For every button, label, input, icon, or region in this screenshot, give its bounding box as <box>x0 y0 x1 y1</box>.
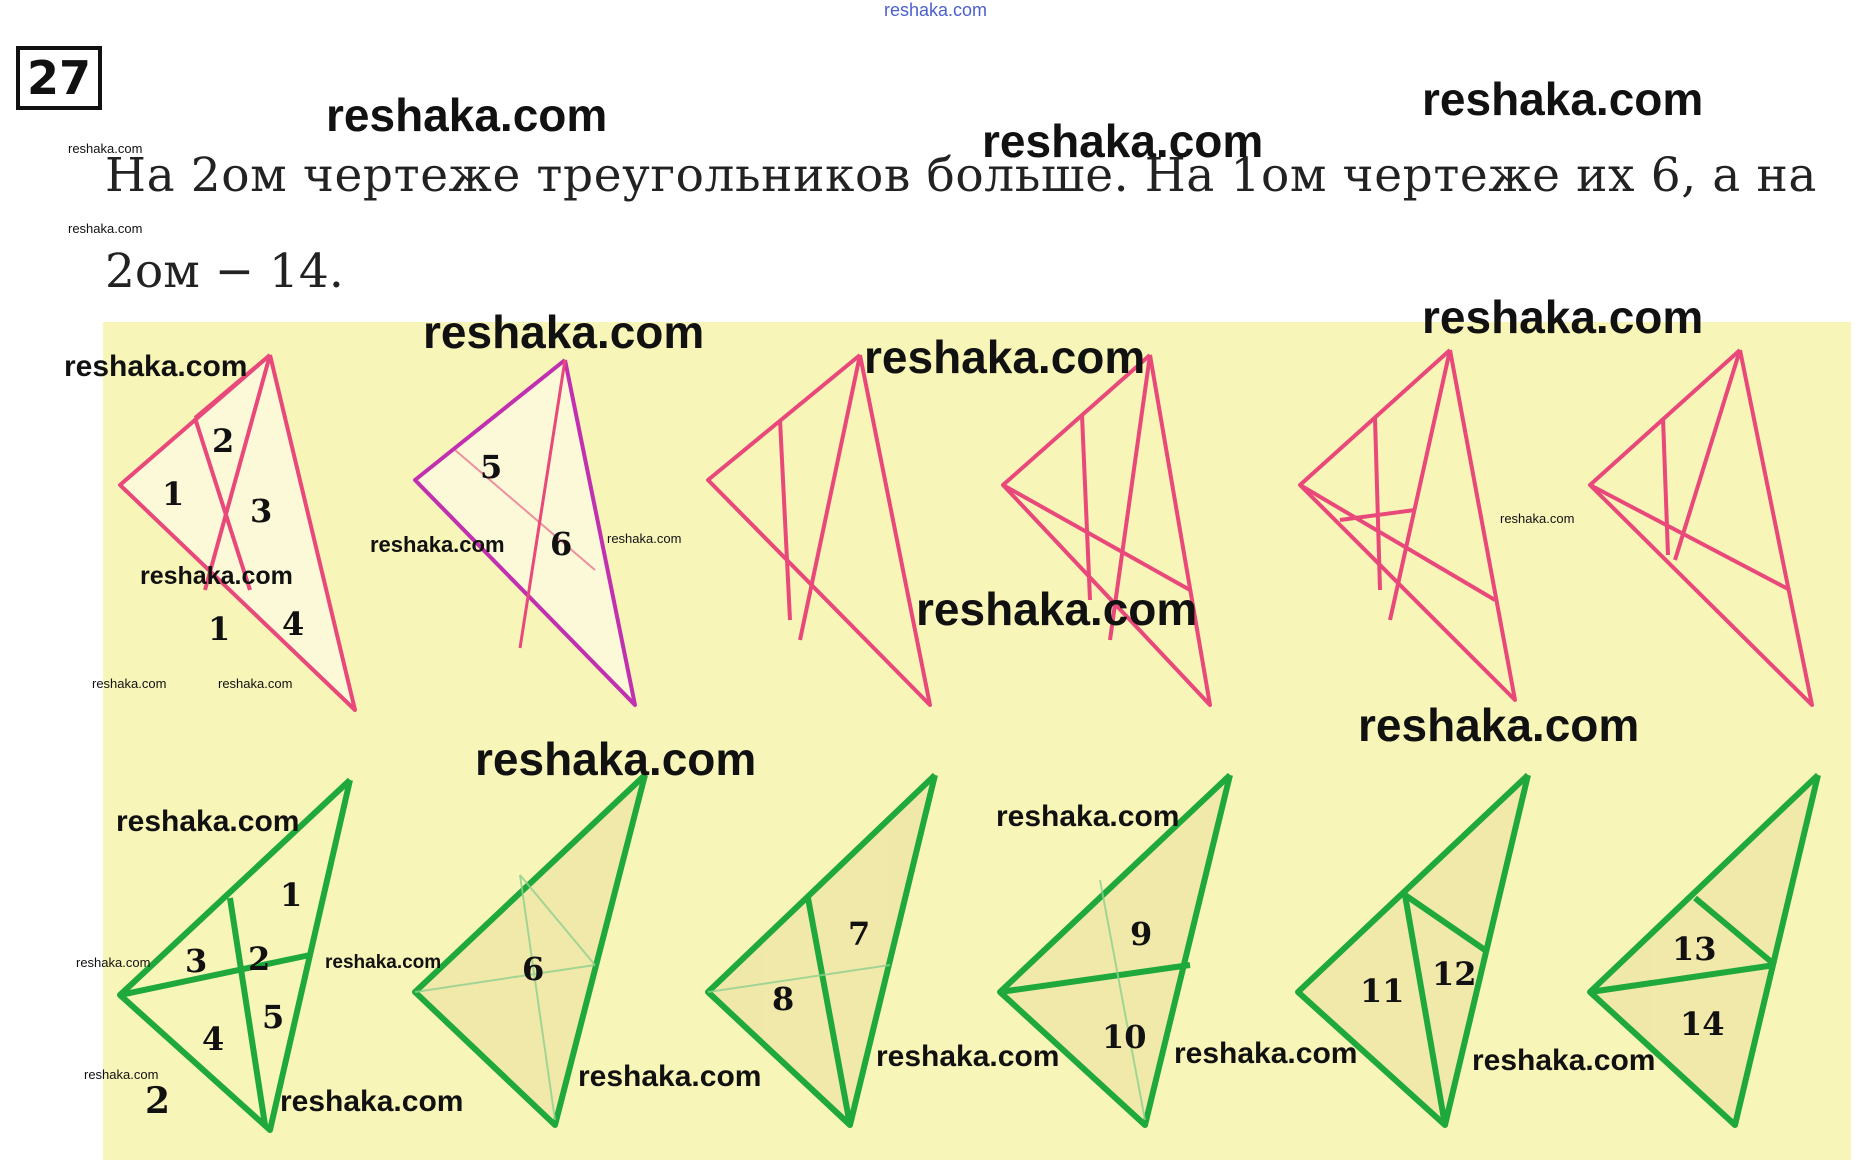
figure-label: 7 <box>848 915 871 953</box>
top-figure-5 <box>1298 348 1517 702</box>
watermark: reshaka.com <box>607 531 682 546</box>
watermark: reshaka.com <box>996 800 1180 833</box>
watermark: reshaka.com <box>370 532 505 557</box>
watermark: reshaka.com <box>1472 1044 1656 1077</box>
bottom-figure-2 <box>412 772 648 1128</box>
task-number-box: 27 <box>16 46 102 110</box>
watermark: reshaka.com <box>280 1085 464 1118</box>
site-url[interactable]: reshaka.com <box>883 0 988 20</box>
watermark: reshaka.com <box>1422 73 1704 125</box>
figure-label: 2 <box>248 940 271 978</box>
watermark: reshaka.com <box>64 350 248 383</box>
figure-label: 11 <box>1360 972 1405 1010</box>
top-fig-1-fill <box>120 355 355 710</box>
top-figure-6 <box>1588 348 1814 707</box>
figure-label: 12 <box>1432 955 1477 993</box>
top-figure-2 <box>413 358 637 707</box>
figure-label: 4 <box>202 1020 225 1058</box>
watermark: reshaka.com <box>1358 699 1640 751</box>
bottom-figure-1 <box>117 777 353 1133</box>
figure-label: 3 <box>185 942 208 980</box>
figure-label: 8 <box>772 980 795 1018</box>
answer-text-line-1: На 2ом чертеже треугольников больше. На … <box>105 148 1817 203</box>
watermark: reshaka.com <box>916 583 1198 635</box>
bottom-figure-3 <box>705 772 938 1128</box>
bottom-figure-6 <box>1587 772 1821 1128</box>
figure-label: 1 <box>208 610 231 648</box>
watermark: reshaka.com <box>84 1067 159 1082</box>
figure-label: 6 <box>522 950 545 988</box>
figure-label: 10 <box>1102 1018 1147 1056</box>
watermark: reshaka.com <box>140 562 293 590</box>
watermark: reshaka.com <box>1500 511 1575 526</box>
watermark: reshaka.com <box>578 1060 762 1093</box>
watermark: reshaka.com <box>982 115 1264 167</box>
figure-label: 1 <box>162 475 185 513</box>
watermark: reshaka.com <box>68 221 143 236</box>
watermark: reshaka.com <box>76 955 151 970</box>
watermark: reshaka.com <box>1422 291 1704 343</box>
figure-area <box>103 322 1851 1160</box>
watermark: reshaka.com <box>326 89 608 141</box>
top-figure-1 <box>118 353 357 712</box>
figure-label: 3 <box>250 492 273 530</box>
watermark: reshaka.com <box>92 676 167 691</box>
watermark: reshaka.com <box>864 331 1146 383</box>
watermark: reshaka.com <box>218 676 293 691</box>
watermark: reshaka.com <box>423 306 705 358</box>
figure-label: 4 <box>282 605 305 643</box>
top-figure-3 <box>706 353 932 707</box>
answer-text-line-2: 2ом − 14. <box>105 244 344 299</box>
figure-label: 6 <box>550 525 573 563</box>
figure-label: 1 <box>280 876 303 914</box>
watermark: reshaka.com <box>876 1040 1060 1073</box>
figure-label: 9 <box>1130 915 1153 953</box>
bottom-figure-4 <box>997 772 1233 1128</box>
bottom-figure-5 <box>1295 772 1531 1128</box>
figure-label: 14 <box>1680 1005 1725 1043</box>
top-fig-2-fill <box>415 360 635 705</box>
figure-label: 5 <box>262 998 285 1036</box>
figure-label: 2 <box>145 1080 171 1122</box>
figure-label: 13 <box>1672 930 1717 968</box>
figure-label: 5 <box>480 448 503 486</box>
watermark: reshaka.com <box>1174 1037 1358 1070</box>
watermark: reshaka.com <box>475 733 757 785</box>
watermark: reshaka.com <box>68 141 143 156</box>
watermark: reshaka.com <box>116 805 300 838</box>
figure-label: 2 <box>212 422 235 460</box>
watermark: reshaka.com <box>325 952 442 973</box>
top-figure-4 <box>1001 353 1212 707</box>
